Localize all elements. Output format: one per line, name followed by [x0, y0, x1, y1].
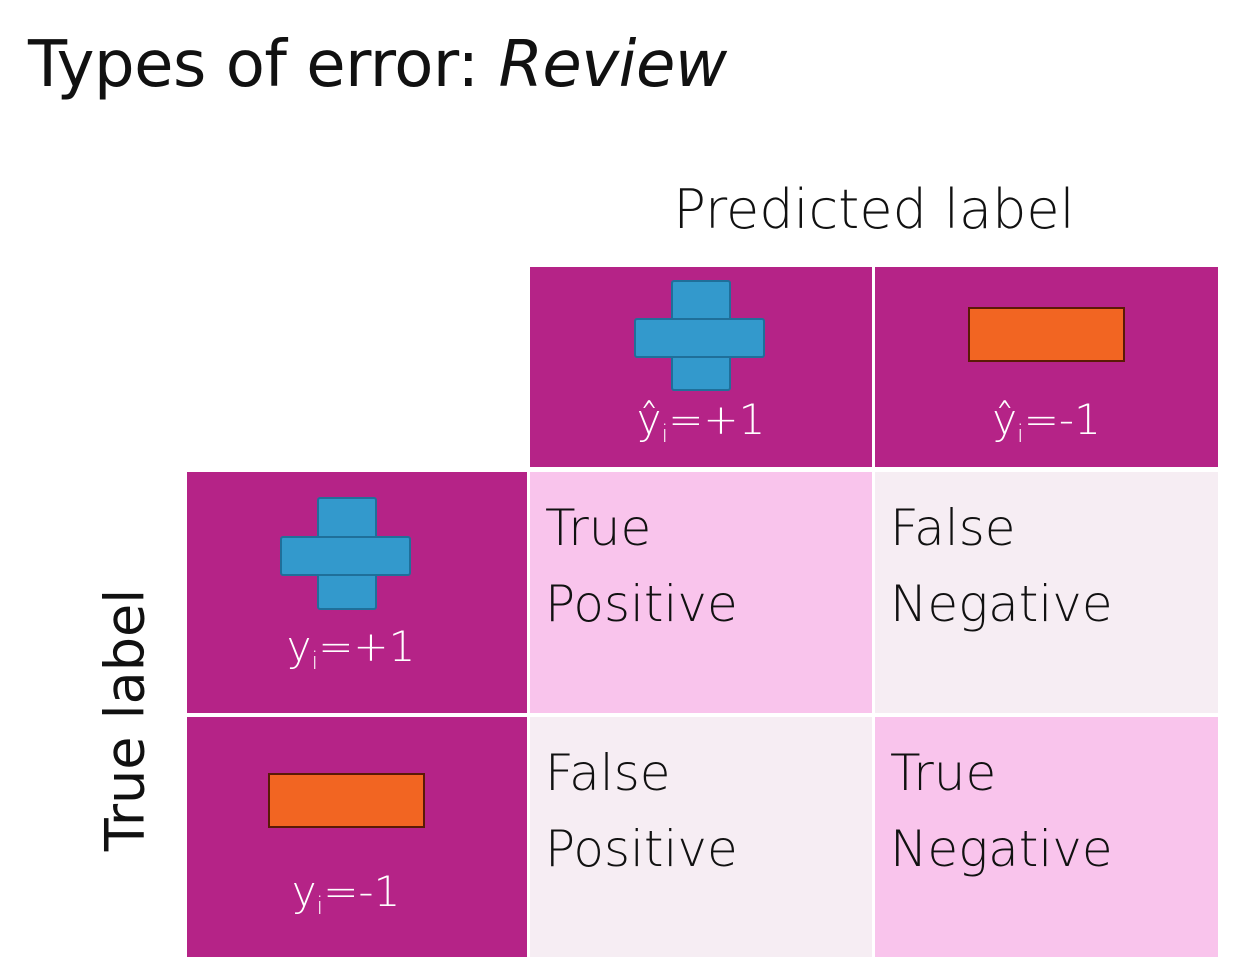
plus-icon: [634, 280, 765, 391]
predicted-label-heading: Predicted label: [673, 178, 1075, 241]
cell-false-negative: False Negative: [875, 472, 1218, 713]
true-label-heading: True label: [93, 588, 157, 852]
true-negative-label: yi=-1: [291, 867, 401, 920]
title-emphasis: Review: [498, 28, 727, 102]
cell-text: True Positive: [545, 499, 738, 633]
cell-text: True Negative: [890, 744, 1113, 878]
cell-text: False Negative: [890, 499, 1113, 633]
cell-true-positive: True Positive: [530, 472, 872, 713]
true-positive-label: yi=+1: [286, 622, 416, 675]
plus-icon: [280, 497, 411, 610]
cell-text: False Positive: [545, 744, 738, 878]
cell-true-negative: True Negative: [875, 717, 1218, 957]
cell-false-positive: False Positive: [530, 717, 872, 957]
header-predicted-negative: ŷi=-1: [875, 267, 1218, 467]
predicted-positive-label: ŷi=+1: [636, 395, 766, 448]
header-true-negative: yi=-1: [187, 717, 527, 957]
slide-title: Types of error: Review: [28, 28, 727, 102]
header-true-positive: yi=+1: [187, 472, 527, 713]
title-text: Types of error:: [28, 28, 499, 102]
minus-icon: [268, 773, 425, 828]
minus-icon: [968, 307, 1125, 362]
header-predicted-positive: ŷi=+1: [530, 267, 872, 467]
predicted-negative-label: ŷi=-1: [992, 395, 1101, 448]
